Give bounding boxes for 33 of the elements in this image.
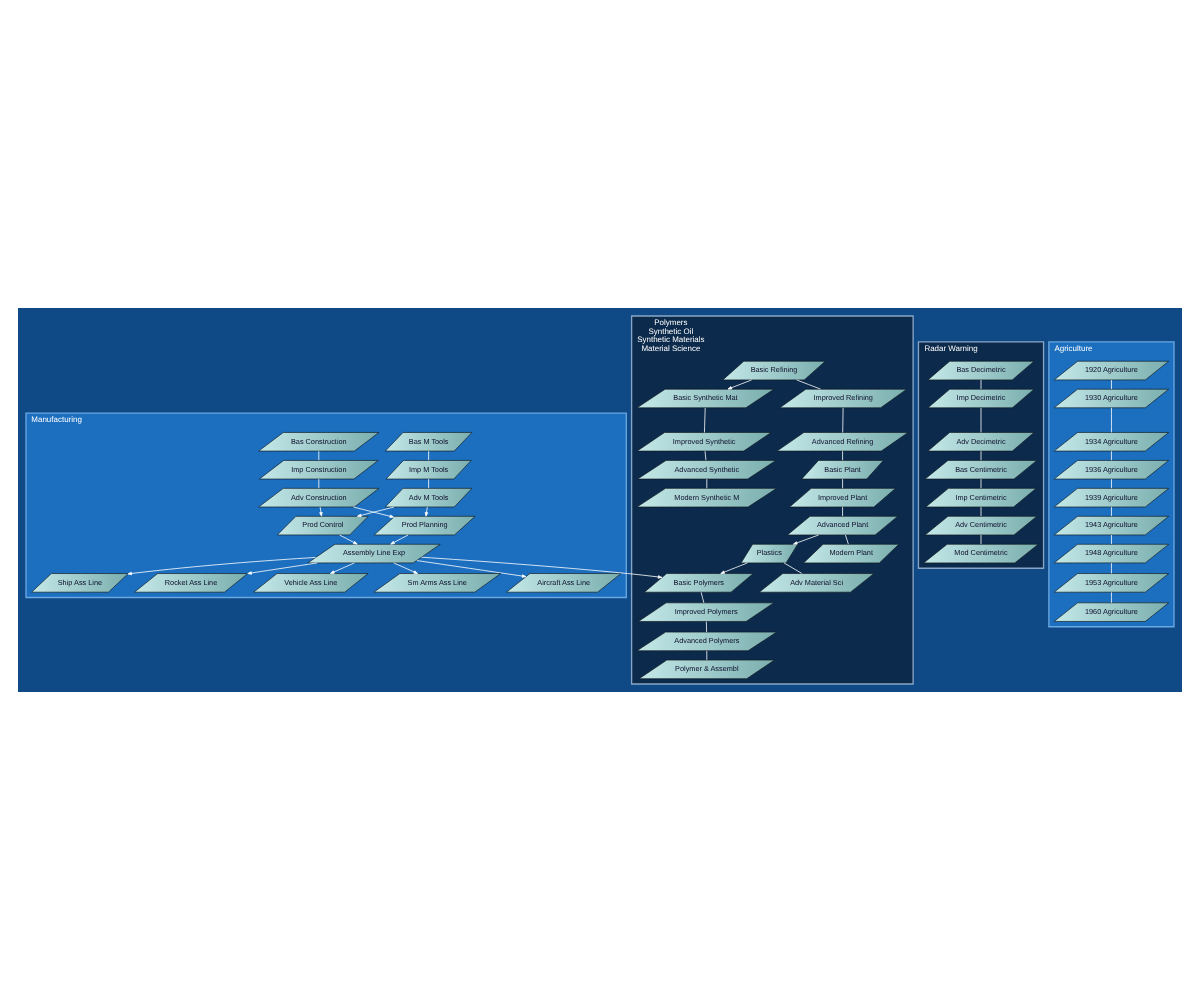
connector [1111, 591, 1112, 604]
connector [704, 407, 706, 433]
connector [700, 591, 705, 604]
arrow [247, 562, 318, 575]
connector [428, 450, 430, 461]
connector [845, 534, 849, 545]
arrow [319, 506, 323, 517]
arrow [390, 534, 409, 545]
connector [1111, 407, 1112, 433]
arrow [720, 562, 748, 574]
connector [842, 450, 843, 461]
arrow [127, 557, 316, 576]
arrow [421, 556, 663, 579]
arrow [339, 534, 358, 545]
connector [705, 621, 707, 633]
connector [1111, 478, 1112, 489]
connector [842, 506, 843, 517]
connector [1111, 379, 1112, 390]
connector [1111, 534, 1112, 545]
arrow [793, 534, 819, 545]
connector [1111, 562, 1112, 574]
connector [783, 562, 803, 574]
connector [1111, 506, 1112, 517]
connector [704, 450, 707, 461]
connector [796, 379, 821, 390]
arrow [330, 562, 355, 574]
connector [428, 478, 430, 489]
arrow [424, 506, 429, 517]
connector [1111, 450, 1112, 461]
arrow [393, 562, 419, 574]
connector [842, 478, 843, 489]
arrow [727, 379, 752, 390]
arrow [416, 560, 527, 578]
